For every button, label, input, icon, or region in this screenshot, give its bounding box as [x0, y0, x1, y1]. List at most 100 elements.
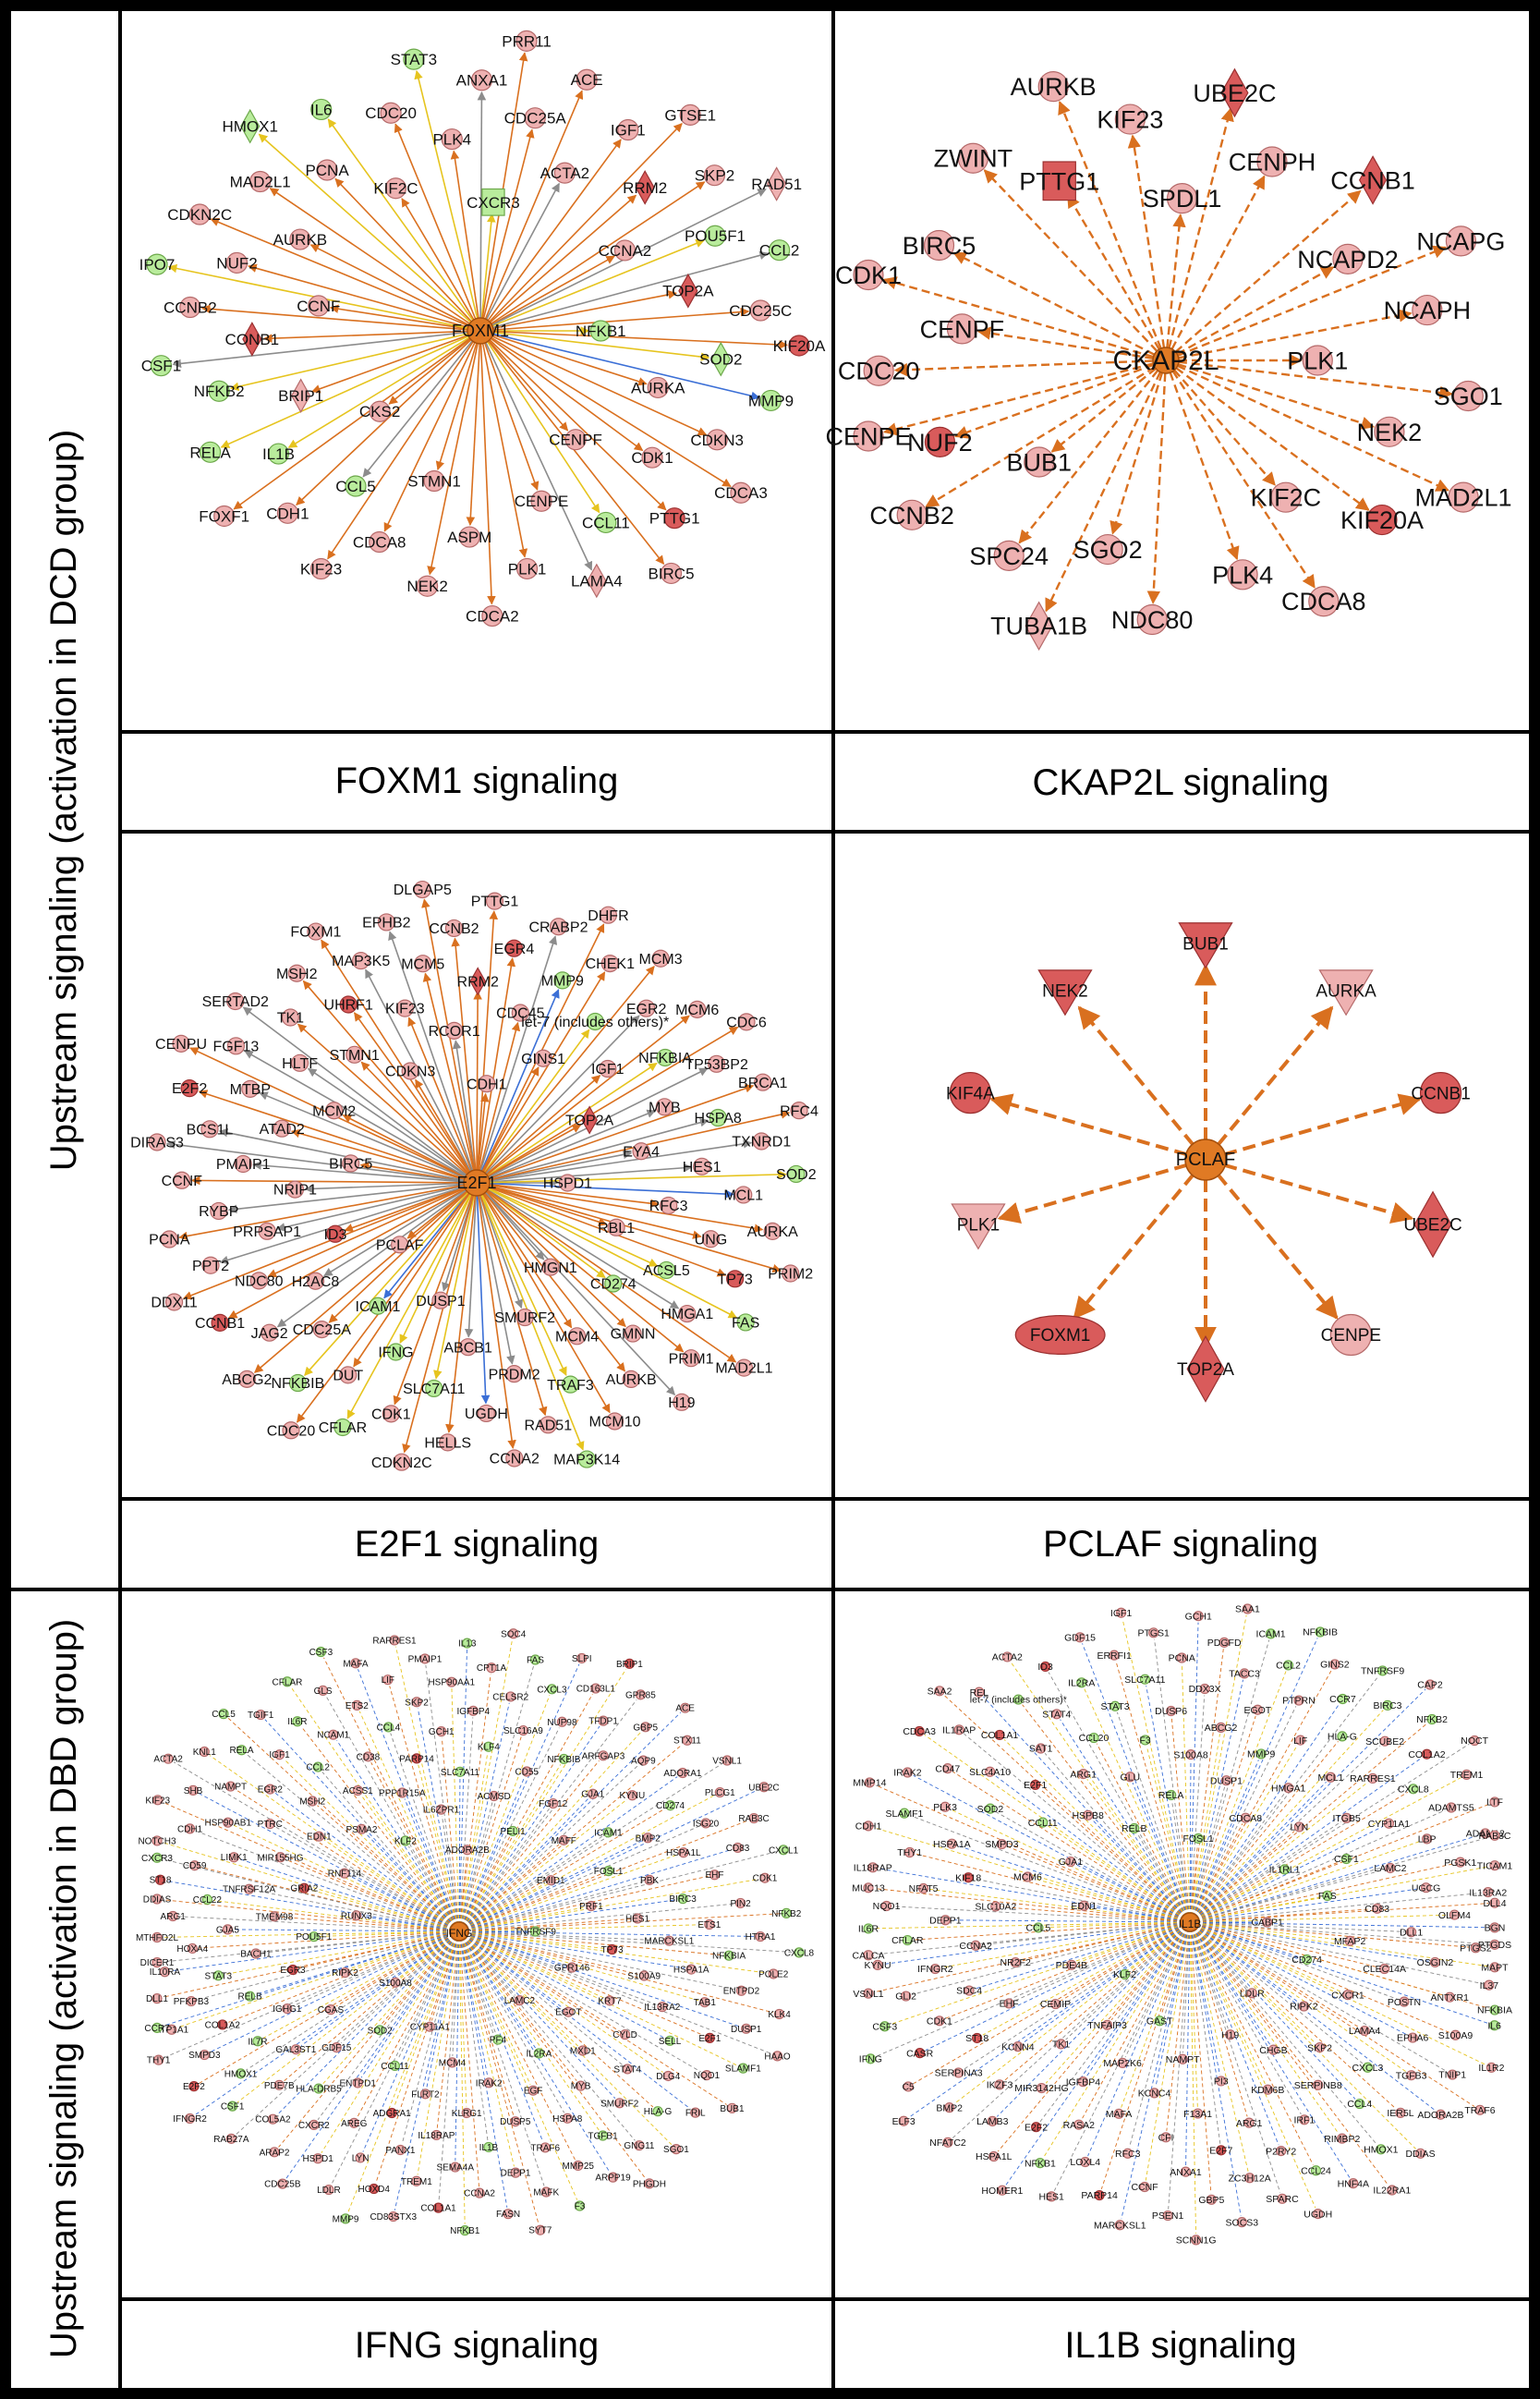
edge-il1b-h19 [1189, 1921, 1229, 2029]
node-label: KLK4 [768, 2010, 791, 2020]
node-label: TOP2A [662, 283, 714, 300]
edge-il1b-stat4 [1060, 1719, 1191, 1923]
node-label: SDC4 [956, 1986, 982, 1997]
node-label: HSPD1 [543, 1176, 592, 1192]
node-smpd3 [996, 1838, 1007, 1850]
node-label: PCNA [1169, 1653, 1195, 1664]
edge-il1b-cemip [1061, 1921, 1191, 2002]
node-mfap2 [1344, 1935, 1355, 1946]
edge-ifng-hsp90ab1 [233, 1824, 460, 1932]
edge-ifng-fasn [458, 1930, 508, 2208]
node-gtse1 [679, 104, 701, 127]
edge-e2f1-stmn1 [360, 1061, 478, 1184]
edge-il1b-ccnf [1145, 1921, 1191, 2181]
edge-il1b-adamts5 [1189, 1809, 1446, 1923]
node-label: FLRT2 [411, 2089, 440, 2100]
node-ube2c [1413, 1190, 1452, 1259]
edge-il1b-sat1 [1044, 1753, 1191, 1923]
edge-il1b-nfkbib [1189, 1638, 1318, 1923]
node-pf4 [492, 2034, 503, 2045]
edge-ifng-egf [458, 1930, 531, 2086]
node-label: IL6R [287, 1717, 307, 1727]
node-cdc25a [312, 1320, 331, 1339]
node-kif2c [384, 177, 407, 200]
node-acta2 [553, 162, 576, 184]
node-label: GLI2 [895, 1991, 916, 2003]
node-ace [680, 1702, 691, 1713]
node-label: RAD51 [751, 176, 802, 193]
node-label: CKS2 [359, 403, 400, 420]
edge-e2f1-egr2 [476, 1015, 640, 1184]
node-label: HSPA1L [666, 1848, 701, 1858]
node-mmp9 [1255, 1748, 1267, 1760]
node-mcm3 [651, 949, 670, 968]
node-abcg2 [237, 1370, 256, 1388]
node-adora1 [677, 1767, 688, 1779]
edge-ifng-il6r [300, 1726, 460, 1932]
node-sgo2 [1092, 533, 1123, 566]
node-label: SKP2 [1307, 2042, 1332, 2053]
node-il6zpr1 [435, 1804, 447, 1815]
node-mafk [540, 2186, 552, 2198]
edge-il1b-slamf1 [910, 1815, 1191, 1923]
node-label: ARG1 [1236, 2118, 1263, 2129]
node-label: PTTG1 [1019, 167, 1099, 195]
node-label: PARP14 [1081, 2190, 1118, 2201]
node-arg1 [167, 1910, 178, 1922]
node-pi3 [1216, 2076, 1227, 2087]
node-egr3 [287, 1964, 298, 1976]
node-label: CXCL8 [784, 1948, 815, 1958]
edge-e2f1-prdm2 [476, 1182, 515, 1365]
edge-foxm1-plk4 [450, 150, 481, 332]
edge-ifng-cd163l1 [458, 1693, 593, 1932]
node-gja1 [1065, 1856, 1076, 1868]
edge-il1b-nfatc2 [952, 1921, 1191, 2138]
node-nuf2 [225, 251, 249, 274]
node-label: MFAP2 [1334, 1936, 1366, 1947]
node-label: HMGN1 [524, 1260, 577, 1276]
node-hmga1 [1283, 1783, 1294, 1794]
node-label: LAMC2 [504, 1996, 536, 2006]
edge-ckap2l-sgo2 [1110, 359, 1168, 535]
node-gdf15 [331, 2041, 342, 2053]
node-pole2 [768, 1968, 779, 1979]
node-cdk1 [641, 446, 663, 469]
node-label: TREM1 [1450, 1770, 1484, 1781]
node-ldlr [1246, 1988, 1257, 1999]
node-sell [664, 2035, 675, 2046]
node-f3 [574, 2200, 586, 2211]
center-node-label: E2F1 [456, 1174, 496, 1192]
node-label: ANXA1 [1170, 2167, 1202, 2178]
edge-e2f1-traf3 [476, 1182, 567, 1377]
node-ung [701, 1230, 721, 1248]
node-hsp90aa1 [446, 1676, 457, 1687]
edge-ckap2l-ccnb1 [1165, 189, 1362, 361]
node-map3k5 [352, 951, 370, 970]
node-cyp11a1 [424, 2021, 435, 2032]
node-cenpf [946, 313, 978, 345]
node-label: HSPA8 [552, 2114, 582, 2125]
node-label: HES1 [683, 1160, 721, 1175]
edge-il1b-rab3c [1189, 1836, 1489, 1923]
node-kcnc4 [1148, 2088, 1160, 2099]
edge-il1b-noct [1189, 1743, 1470, 1923]
node-label: SLC7A11 [441, 1768, 480, 1778]
node-label: CSF3 [309, 1648, 333, 1658]
node-label: FOSL1 [594, 1867, 624, 1877]
node-il6r [292, 1716, 303, 1727]
node-nqo1 [701, 2070, 712, 2081]
node-plk4 [441, 128, 463, 151]
edge-e2f1-msh2 [302, 980, 478, 1184]
node-label: SCUBE2 [1365, 1736, 1404, 1747]
node-label: NCAPD2 [1297, 246, 1399, 274]
edge-il1b-cdca8 [1189, 1823, 1243, 1923]
node-nampt [1177, 2053, 1188, 2064]
node-label: NDC80 [235, 1273, 284, 1289]
node-label: GBP5 [1198, 2195, 1224, 2206]
edge-e2f1-hells [445, 1182, 478, 1433]
node-label: ADORA1 [663, 1769, 702, 1779]
node-label: CASR [906, 2048, 934, 2059]
node-label: DLL1 [146, 1994, 168, 2004]
node-il18rap [430, 2129, 443, 2141]
node-igfbp4 [467, 1705, 479, 1716]
